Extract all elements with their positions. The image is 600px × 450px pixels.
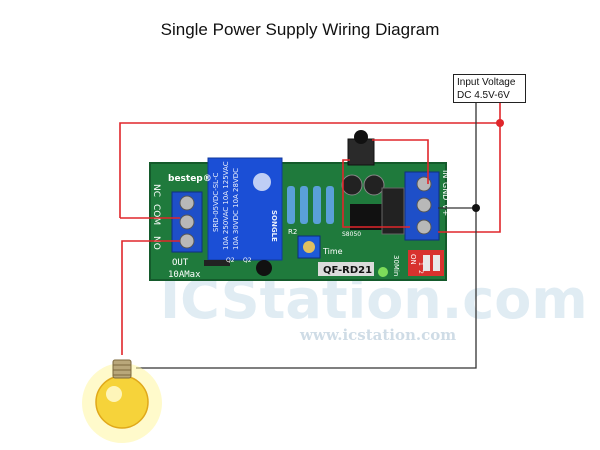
junction-dark [472, 204, 480, 212]
capacitor-2 [363, 174, 385, 196]
q2-label-1: Q2 [226, 257, 235, 264]
min-label: 30Min [392, 255, 400, 276]
relay-label-2: 10A 250VAC 10A 125VAC [222, 161, 230, 250]
r2-label: R2 [288, 228, 297, 236]
dip-label-on: ON [409, 254, 417, 265]
sec-label: 30Sec [447, 238, 456, 263]
watermark-url: www.icstation.com [299, 326, 456, 344]
red-wire-to-vplus [438, 123, 501, 233]
diagram-title: Single Power Supply Wiring Diagram [160, 20, 440, 39]
ic-chip [350, 204, 384, 230]
junction-red [496, 119, 504, 127]
model-plate [318, 262, 374, 276]
terminal-screw-gnd [416, 197, 432, 213]
transistor-q2 [256, 260, 272, 276]
terminal-screw-in [416, 176, 432, 192]
transistor-label: S8050 [342, 231, 361, 238]
input-voltage-label: Input Voltage [457, 77, 516, 88]
capacitor-1 [341, 174, 363, 196]
terminal-screw-com [179, 214, 195, 230]
dark-wire-return [136, 208, 477, 369]
terminal-screw-vplus [416, 219, 432, 235]
brand-label: bestep® [168, 174, 212, 184]
push-button-cap[interactable] [354, 130, 368, 144]
red-wires [119, 103, 501, 355]
mosfet [381, 187, 405, 235]
q2-label-2: Q2 [243, 257, 252, 264]
light-bulb-icon [82, 359, 162, 443]
relay [207, 157, 283, 261]
terminal-label-vplus: V+ [441, 204, 450, 216]
red-wire-button-2 [342, 159, 410, 228]
terminal-screw-nc [179, 195, 195, 211]
status-led [378, 267, 388, 277]
resistor-row [287, 186, 334, 224]
terminal-label-in: IN [441, 170, 450, 178]
relay-brand: SONGLE [270, 210, 278, 242]
terminal-label-com: COM [151, 204, 161, 225]
relay-label-1: SRD-05VDC-SL-C [212, 173, 220, 232]
potentiometer-knob [303, 241, 315, 253]
red-wire-top [119, 103, 501, 218]
red-wire-no-to-lamp [121, 240, 180, 355]
dark-wire-gnd [438, 103, 477, 209]
terminal-label-nc: NC [151, 184, 161, 197]
terminal-screw-no [179, 233, 195, 249]
input-voltage-range: DC 4.5V-6V [457, 90, 510, 101]
max-label: 10AMax [168, 270, 201, 280]
dip-label-1: 1 [417, 262, 424, 266]
input-voltage-box: Input Voltage DC 4.5V-6V [453, 74, 526, 103]
time-label: Time [322, 247, 343, 256]
diode [204, 260, 230, 266]
dip-switch-2[interactable] [433, 255, 440, 271]
red-wire-button-1 [372, 139, 429, 184]
push-button-body[interactable] [347, 138, 375, 166]
terminal-label-gnd: GND [441, 182, 450, 200]
out-label: OUT [172, 258, 189, 268]
relay-logo-icon [253, 173, 271, 191]
terminal-label-no: NO [151, 236, 161, 250]
dip-label-2: 2 [417, 270, 424, 274]
relay-label-3: 10A 30VDC 10A 28VDC [232, 168, 240, 250]
model-label: QF-RD21 [323, 265, 372, 276]
dark-wires [136, 103, 477, 369]
dip-switch-1[interactable] [423, 255, 430, 271]
